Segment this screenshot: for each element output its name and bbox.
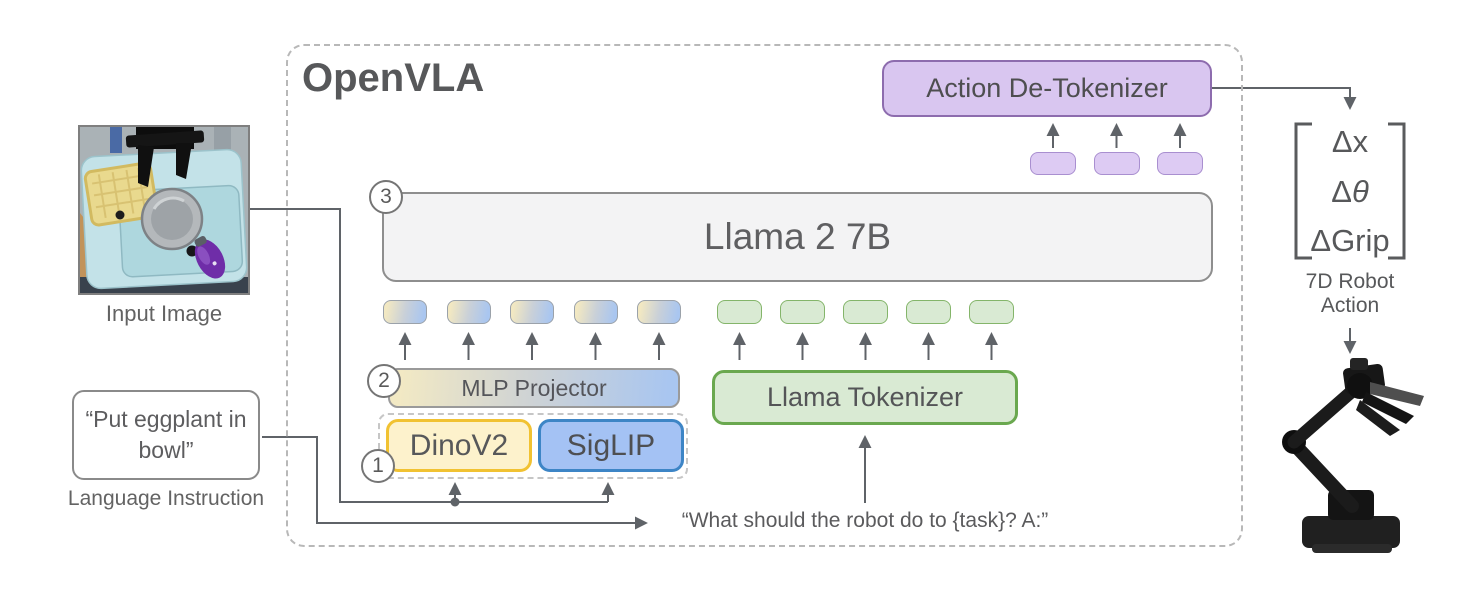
vision-token bbox=[637, 300, 681, 324]
eggplant bbox=[194, 236, 226, 279]
text-token bbox=[717, 300, 762, 324]
action-vector-row: Δθ bbox=[1331, 173, 1369, 209]
vision-token bbox=[510, 300, 554, 324]
action-token bbox=[1093, 152, 1140, 175]
step-badge-1: 1 bbox=[361, 449, 395, 483]
robot-gripper bbox=[125, 127, 205, 187]
input-image-scene bbox=[80, 127, 248, 293]
vision-token bbox=[383, 300, 427, 324]
vision-token bbox=[573, 300, 618, 324]
action-vector-row: Δx bbox=[1331, 124, 1369, 159]
language-instruction-text: “Put eggplant in bowl” bbox=[85, 405, 247, 463]
siglip-box: SigLIP bbox=[538, 419, 684, 472]
input-image-label: Input Image bbox=[105, 301, 223, 326]
action-detokenizer-box: Action De-Tokenizer bbox=[882, 60, 1212, 117]
mlp-projector-label: MLP Projector bbox=[461, 374, 607, 401]
llama2-7b-label: Llama 2 7B bbox=[703, 216, 892, 257]
step-badge-2: 2 bbox=[367, 364, 401, 398]
dinov2-box: DinoV2 bbox=[386, 419, 532, 472]
text-token bbox=[843, 300, 888, 324]
language-instruction-label: Language Instruction bbox=[67, 487, 265, 510]
input-image bbox=[78, 125, 250, 295]
robot-arm-image bbox=[1282, 358, 1424, 553]
step-badge-3: 3 bbox=[369, 180, 403, 214]
action-token bbox=[1157, 152, 1203, 175]
action-vector-row: ΔGrip bbox=[1310, 223, 1390, 258]
text-token bbox=[906, 300, 951, 324]
dinov2-label: DinoV2 bbox=[409, 428, 509, 462]
text-token bbox=[969, 300, 1014, 324]
siglip-label: SigLIP bbox=[566, 428, 656, 462]
action-token bbox=[1030, 152, 1076, 175]
prompt-text: “What should the robot do to {task}? A:” bbox=[681, 509, 1049, 532]
vision-token bbox=[446, 300, 491, 324]
action-vector-label: 7D Robot Action bbox=[1305, 270, 1395, 318]
llama2-7b-box: Llama 2 7B bbox=[382, 192, 1213, 282]
dark-spot-right bbox=[186, 245, 198, 257]
figure-title: OpenVLA bbox=[302, 56, 485, 100]
action-detokenizer-label: Action De-Tokenizer bbox=[926, 73, 1168, 103]
text-token bbox=[780, 300, 825, 324]
language-instruction-box: “Put eggplant in bowl” bbox=[72, 390, 260, 480]
mlp-projector-box: MLP Projector bbox=[388, 368, 680, 408]
dark-spot-left bbox=[115, 210, 125, 220]
llama-tokenizer-label: Llama Tokenizer bbox=[766, 382, 964, 412]
llama-tokenizer-box: Llama Tokenizer bbox=[712, 370, 1018, 425]
